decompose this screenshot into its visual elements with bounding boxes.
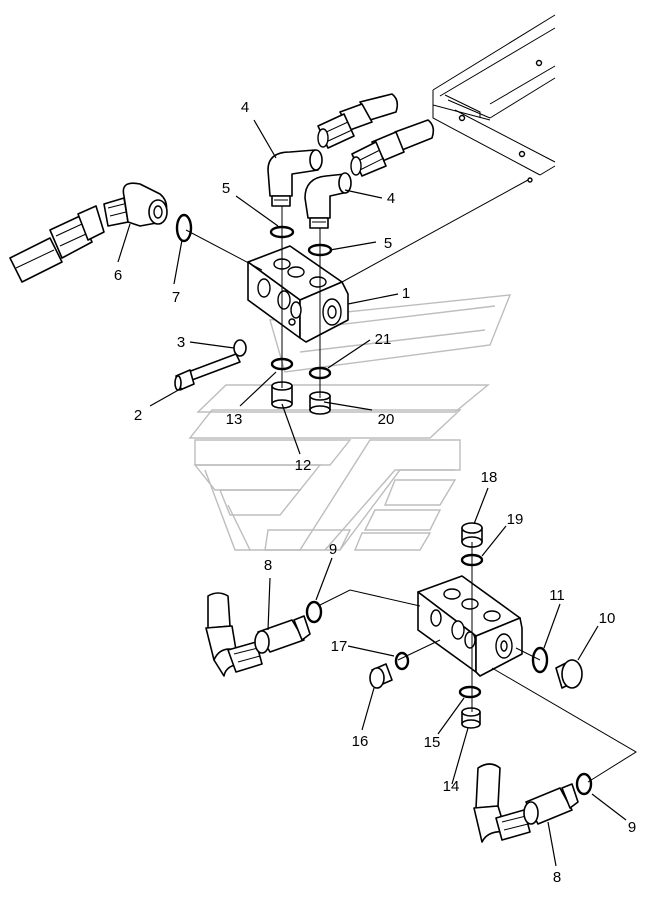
o-ring-9a bbox=[305, 600, 323, 624]
callout-13: 13 bbox=[226, 411, 243, 428]
plug-10 bbox=[555, 659, 583, 689]
callout-14: 14 bbox=[443, 778, 460, 795]
callout-18: 18 bbox=[481, 469, 498, 486]
watermark-logo bbox=[188, 294, 512, 551]
callout-5a: 5 bbox=[222, 180, 230, 197]
o-ring-11 bbox=[531, 646, 549, 674]
fitting-8a bbox=[254, 615, 311, 654]
callout-5b: 5 bbox=[384, 235, 392, 252]
callout-1: 1 bbox=[402, 285, 410, 302]
callout-labels: 4 4 5 5 6 7 1 3 21 2 13 20 12 18 19 9 8 … bbox=[114, 99, 636, 886]
callout-7: 7 bbox=[172, 289, 180, 306]
leader-lines bbox=[117, 119, 627, 867]
callout-9b: 9 bbox=[628, 819, 636, 836]
elbow-fitting-4b bbox=[304, 172, 352, 229]
plug-16 bbox=[369, 663, 393, 689]
lower-manifold-block bbox=[417, 575, 523, 677]
callout-16: 16 bbox=[352, 733, 369, 750]
upper-manifold-block bbox=[247, 245, 349, 343]
callout-9a: 9 bbox=[329, 541, 337, 558]
callout-8b: 8 bbox=[553, 869, 561, 886]
assembly-lines bbox=[185, 179, 637, 783]
elbow-fitting-6 bbox=[103, 182, 168, 227]
callout-4b: 4 bbox=[387, 190, 395, 207]
plug-18 bbox=[461, 522, 483, 548]
callout-2: 2 bbox=[134, 407, 142, 424]
callout-20: 20 bbox=[378, 411, 395, 428]
bracket-hole bbox=[518, 150, 526, 158]
o-ring-17 bbox=[394, 651, 410, 671]
left-hose-assembly bbox=[9, 205, 105, 283]
o-ring-7 bbox=[175, 213, 193, 243]
callout-4a: 4 bbox=[241, 99, 249, 116]
plug-14 bbox=[461, 707, 481, 729]
callout-15: 15 bbox=[424, 734, 441, 751]
callout-6: 6 bbox=[114, 267, 122, 284]
bracket-hole bbox=[535, 59, 543, 67]
bracket-hole bbox=[458, 114, 466, 122]
callout-12: 12 bbox=[295, 457, 312, 474]
upper-hose-2 bbox=[350, 119, 435, 177]
washer-3 bbox=[233, 339, 247, 357]
lower-left-hose-assembly bbox=[205, 592, 263, 677]
mounting-bracket bbox=[432, 14, 556, 183]
lower-right-hose-assembly bbox=[473, 763, 531, 843]
callout-11: 11 bbox=[549, 587, 565, 604]
callout-8a: 8 bbox=[264, 557, 272, 574]
callout-21: 21 bbox=[375, 331, 392, 348]
fitting-8b bbox=[523, 783, 579, 825]
callout-19: 19 bbox=[507, 511, 524, 528]
callout-3: 3 bbox=[177, 334, 185, 351]
upper-hose-1 bbox=[317, 93, 399, 149]
callout-10: 10 bbox=[599, 610, 616, 627]
o-ring-15 bbox=[458, 685, 482, 699]
elbow-fitting-4a bbox=[267, 149, 323, 207]
o-ring-9b bbox=[575, 772, 593, 796]
callout-17: 17 bbox=[331, 638, 348, 655]
bracket-hole bbox=[527, 177, 533, 183]
